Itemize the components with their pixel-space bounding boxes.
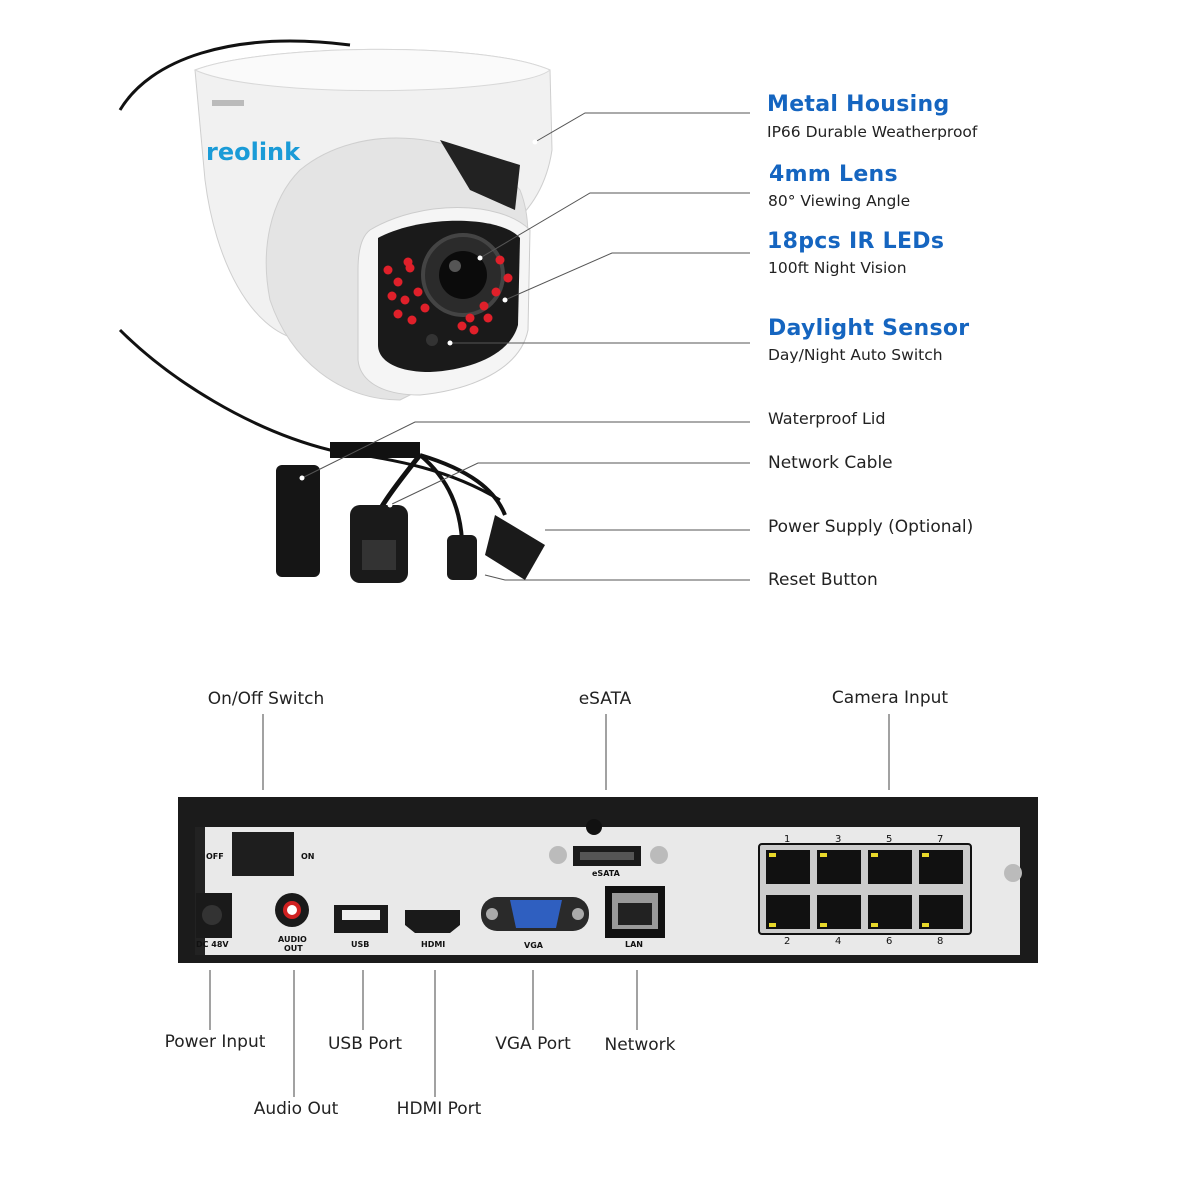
label-audio-out: Audio Out bbox=[253, 1099, 339, 1119]
ir-led bbox=[393, 309, 403, 319]
reset-connector bbox=[447, 535, 477, 580]
svg-text:AUDIO: AUDIO bbox=[278, 935, 307, 944]
power-connector bbox=[485, 515, 545, 580]
ir-led bbox=[413, 287, 423, 297]
ir-led bbox=[503, 273, 513, 283]
ir-led bbox=[479, 301, 489, 311]
label-on-off-switch: On/Off Switch bbox=[207, 689, 325, 709]
ir-led bbox=[403, 257, 413, 267]
ir-led bbox=[407, 315, 417, 325]
waterproof-lid bbox=[276, 465, 320, 577]
port-number: 7 bbox=[937, 834, 943, 845]
nvr-callout-lines bbox=[209, 714, 890, 1097]
hdmi-port bbox=[405, 910, 460, 933]
camera-input-ports bbox=[758, 843, 972, 935]
label-waterproof-lid: Waterproof Lid bbox=[768, 409, 886, 428]
label-network-cable: Network Cable bbox=[768, 453, 893, 473]
feature-title-metal-housing: Metal Housing bbox=[767, 92, 950, 117]
label-power-input: Power Input bbox=[164, 1032, 266, 1052]
label-vga-port: VGA Port bbox=[495, 1034, 571, 1054]
feature-subtitle: 100ft Night Vision bbox=[768, 259, 907, 277]
reolink-logo: reolink bbox=[206, 138, 301, 166]
port-number: 3 bbox=[835, 834, 841, 845]
ir-led bbox=[400, 295, 410, 305]
svg-text:OFF: OFF bbox=[206, 852, 224, 861]
ir-led bbox=[469, 325, 479, 335]
label-usb-port: USB Port bbox=[327, 1034, 403, 1054]
ir-led bbox=[457, 321, 467, 331]
feature-title-ir-leds: 18pcs IR LEDs bbox=[767, 229, 945, 254]
ir-led bbox=[491, 287, 501, 297]
label-reset-button: Reset Button bbox=[768, 570, 878, 590]
svg-text:ON: ON bbox=[301, 852, 315, 861]
label-hdmi-port: HDMI Port bbox=[396, 1099, 482, 1119]
ir-led bbox=[483, 313, 493, 323]
label-power-supply: Power Supply (Optional) bbox=[768, 517, 974, 537]
nvr-recorder: OFF ON DC 48V AUDIO OUT USB HDMI VGA LAN… bbox=[178, 797, 1038, 963]
svg-text:DC 48V: DC 48V bbox=[196, 940, 229, 949]
svg-text:VGA: VGA bbox=[524, 941, 544, 950]
label-camera-input: Camera Input bbox=[831, 688, 949, 708]
label-esata: eSATA bbox=[578, 689, 632, 709]
ir-led bbox=[420, 303, 430, 313]
ir-led bbox=[465, 313, 475, 323]
port-number: 6 bbox=[886, 936, 892, 947]
svg-text:eSATA: eSATA bbox=[592, 869, 621, 878]
camera-connectors bbox=[276, 442, 545, 583]
dome-camera: reolink bbox=[193, 48, 553, 401]
port-number: 5 bbox=[886, 834, 892, 845]
feature-subtitle: 80° Viewing Angle bbox=[768, 192, 911, 210]
feature-subtitle: Day/Night Auto Switch bbox=[768, 346, 943, 364]
port-number: 2 bbox=[784, 936, 790, 947]
svg-text:HDMI: HDMI bbox=[421, 940, 445, 949]
ir-led bbox=[387, 291, 397, 301]
ir-led bbox=[383, 265, 393, 275]
feature-title-daylight-sensor: Daylight Sensor bbox=[768, 316, 970, 341]
camera-cable bbox=[118, 39, 351, 111]
feature-subtitle: IP66 Durable Weatherproof bbox=[767, 123, 978, 141]
label-network: Network bbox=[604, 1035, 676, 1055]
ir-led bbox=[495, 255, 505, 265]
power-switch bbox=[232, 832, 294, 876]
port-number: 8 bbox=[937, 936, 943, 947]
feature-title-lens: 4mm Lens bbox=[769, 162, 898, 187]
svg-text:USB: USB bbox=[351, 940, 369, 949]
ir-led-array bbox=[383, 255, 513, 335]
svg-text:LAN: LAN bbox=[625, 940, 643, 949]
ir-led bbox=[393, 277, 403, 287]
camera-callout-lines bbox=[301, 112, 750, 581]
port-number: 4 bbox=[835, 936, 841, 947]
port-number: 1 bbox=[784, 834, 790, 845]
svg-text:OUT: OUT bbox=[284, 944, 303, 953]
